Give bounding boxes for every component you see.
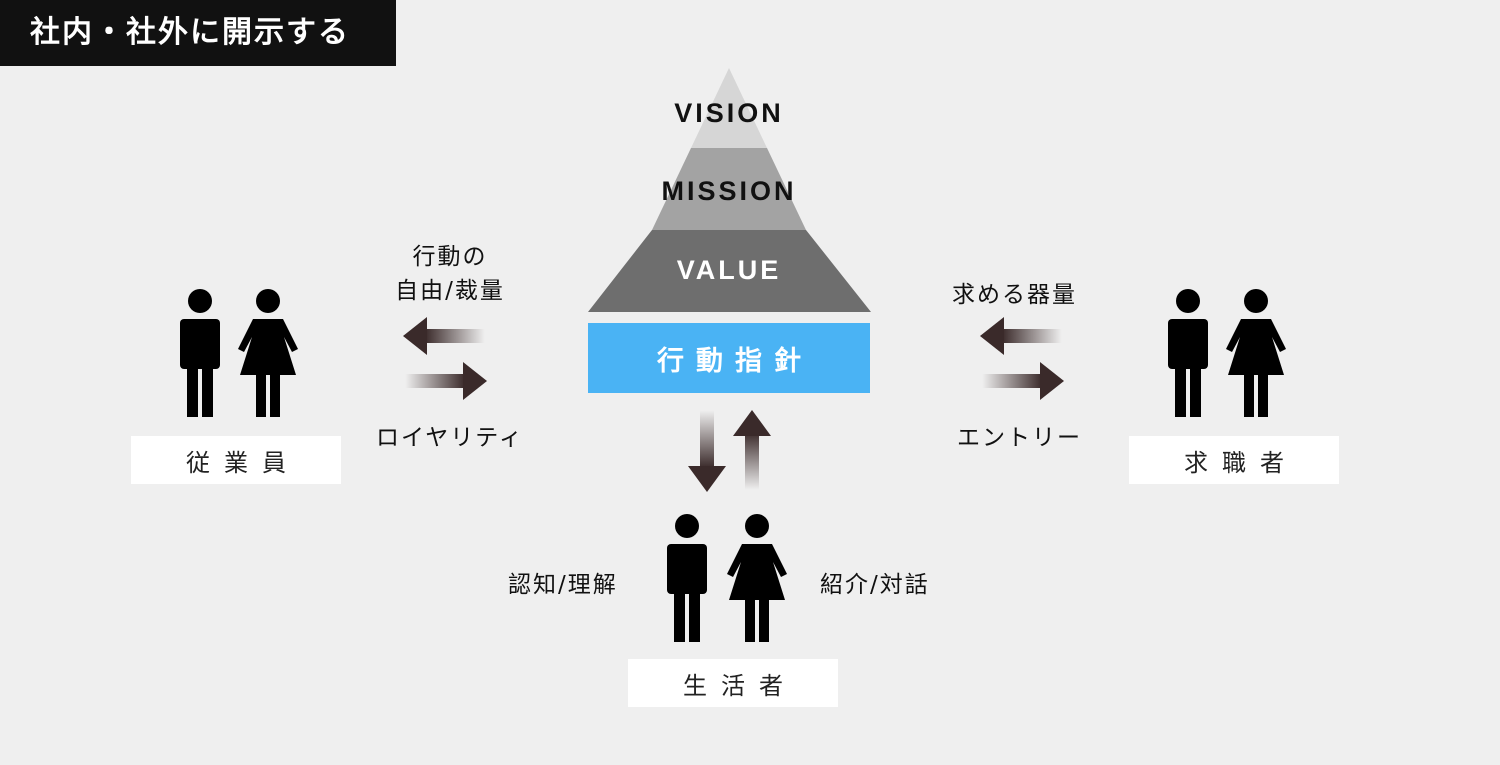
employees-to-label-line2: 自由/裁量 xyxy=(395,278,505,304)
employee-woman-icon xyxy=(238,289,298,417)
consumers-label-box: 生活者 xyxy=(628,659,838,707)
seekers-from-label: エントリー xyxy=(957,425,1082,451)
consumers-right-label: 紹介/対話 xyxy=(820,572,930,598)
seeker-woman-icon xyxy=(1226,289,1286,417)
consumer-woman-icon xyxy=(727,514,787,642)
consumers-left-label: 認知/理解 xyxy=(508,572,618,598)
employees-label-box: 従業員 xyxy=(131,436,341,484)
employees-from-label: ロイヤリティ xyxy=(376,425,524,451)
consumers-arrow-down-icon xyxy=(688,410,726,492)
seekers-arrow-right-icon xyxy=(982,362,1064,400)
employees-to-label: 行動の 自由/裁量 xyxy=(375,240,525,308)
seekers-arrow-left-icon xyxy=(980,317,1062,355)
value-label: VALUE xyxy=(677,255,782,285)
mission-label: MISSION xyxy=(661,176,796,206)
employees-to-label-line1: 行動の xyxy=(412,244,488,270)
consumers-arrow-up-icon xyxy=(733,410,771,490)
vision-label: VISION xyxy=(674,98,784,128)
employees-arrow-right-icon xyxy=(405,362,487,400)
pyramid-tier-vision xyxy=(691,68,767,148)
pyramid-tier-mission xyxy=(652,148,806,230)
consumer-man-icon xyxy=(667,514,707,642)
action-guideline-bar: 行動指針 xyxy=(588,323,870,393)
pyramid-tier-value xyxy=(588,230,871,312)
header-title: 社内・社外に開示する xyxy=(0,0,396,66)
seekers-to-label: 求める器量 xyxy=(952,282,1077,308)
seeker-man-icon xyxy=(1168,289,1208,417)
employees-arrow-left-icon xyxy=(403,317,485,355)
job-seekers-label-box: 求職者 xyxy=(1129,436,1339,484)
employee-man-icon xyxy=(180,289,220,417)
